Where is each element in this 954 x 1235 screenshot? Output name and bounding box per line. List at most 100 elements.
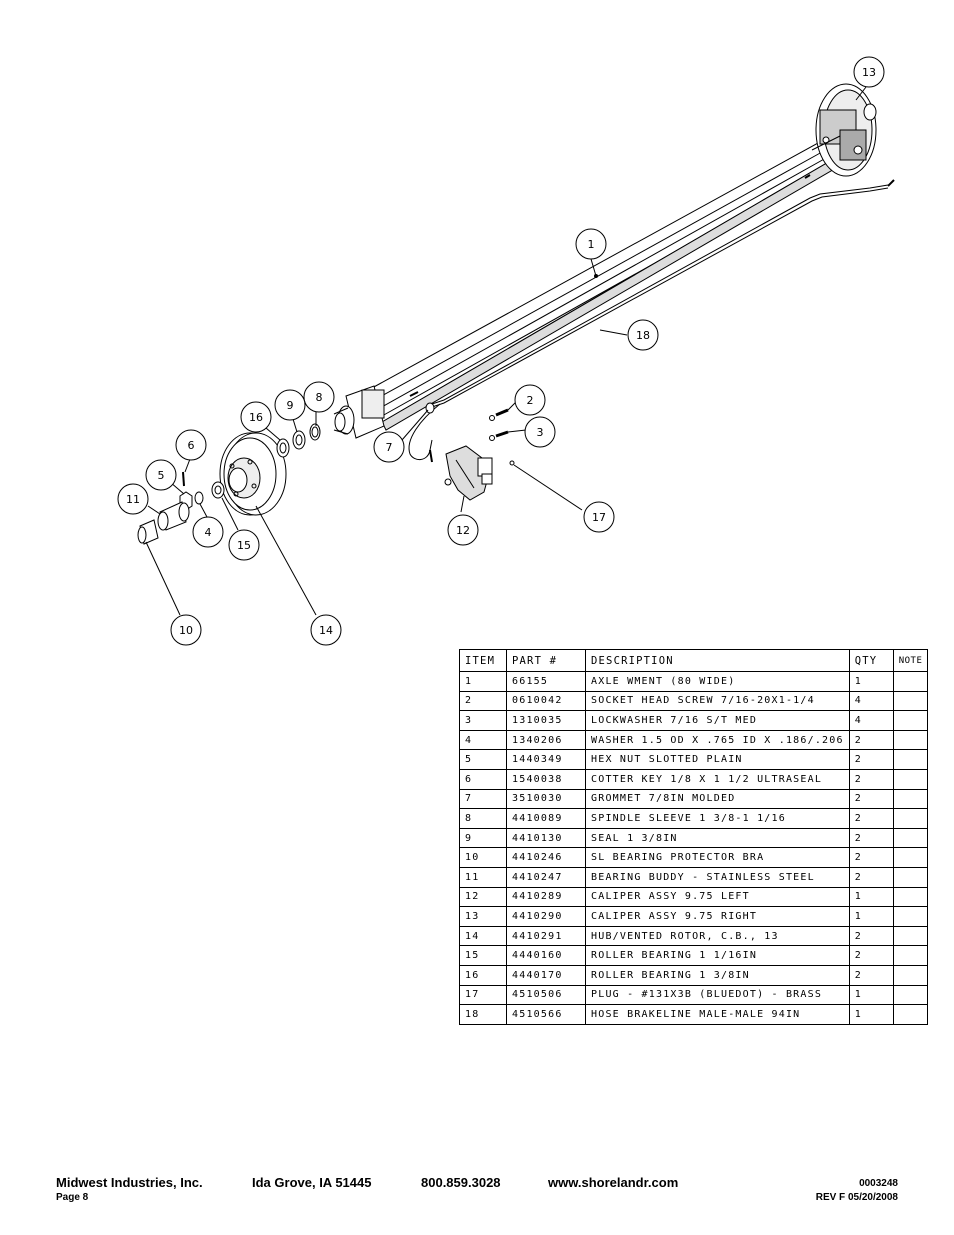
cell-description: PLUG - #131X3B (BLUEDOT) - BRASS: [585, 984, 850, 1006]
leader-lines: [145, 86, 867, 616]
cell-item: 11: [459, 866, 507, 888]
cell-item: 12: [459, 886, 507, 908]
callout-4: 4: [205, 526, 212, 539]
cell-item: 2: [459, 690, 507, 712]
cell-qty: 2: [848, 788, 894, 810]
cell-part: 4410130: [506, 827, 586, 849]
cell-description: HEX NUT SLOTTED PLAIN: [585, 749, 850, 770]
axle-exploded-diagram: 13 1 18 2 3 8 9 16 7 6 5 11 4 15 12 17 1…: [117, 56, 895, 646]
cell-qty: 4: [848, 690, 894, 712]
cell-note: [892, 749, 929, 770]
cell-item: 8: [459, 808, 507, 829]
spindle-sleeve: [309, 423, 321, 441]
cell-qty: 1: [848, 906, 894, 927]
cell-note: [892, 788, 929, 810]
cell-item: 10: [459, 847, 507, 868]
cell-description: LOCKWASHER 7/16 S/T MED: [585, 710, 850, 731]
cell-qty: 2: [848, 964, 894, 986]
axle-tube: [371, 142, 837, 431]
callout-11: 11: [126, 493, 140, 506]
cell-note: [892, 886, 929, 908]
socket-head-screws: [489, 408, 509, 441]
table-header-row: ITEM PART # DESCRIPTION QTY NOTE: [459, 649, 929, 672]
callout-16: 16: [249, 411, 263, 424]
cell-description: BEARING BUDDY - STAINLESS STEEL: [585, 866, 850, 888]
cell-item: 3: [459, 710, 507, 731]
cell-note: [892, 729, 929, 751]
cell-qty: 1: [848, 886, 894, 908]
header-item: ITEM: [459, 649, 507, 672]
callout-3: 3: [537, 426, 544, 439]
cell-note: [892, 710, 929, 731]
cell-description: GROMMET 7/8IN MOLDED: [585, 788, 850, 810]
cell-description: SL BEARING PROTECTOR BRA: [585, 847, 850, 868]
cell-item: 15: [459, 945, 507, 966]
cell-qty: 2: [848, 749, 894, 770]
cell-qty: 2: [848, 925, 894, 947]
cell-part: 4510506: [506, 984, 586, 1006]
cell-description: SOCKET HEAD SCREW 7/16-20X1-1/4: [585, 690, 850, 712]
cell-note: [892, 964, 929, 986]
callout-1: 1: [588, 238, 595, 251]
cell-note: [892, 808, 929, 829]
cell-part: 1340206: [506, 729, 586, 751]
cell-description: ROLLER BEARING 1 3/8IN: [585, 964, 850, 986]
cell-note: [892, 690, 929, 712]
cell-qty: 2: [848, 945, 894, 966]
cell-item: 5: [459, 749, 507, 770]
cell-description: ROLLER BEARING 1 1/16IN: [585, 945, 850, 966]
cell-part: 4410290: [506, 906, 586, 927]
cell-note: [892, 925, 929, 947]
cell-part: 66155: [506, 671, 586, 692]
cell-qty: 2: [848, 827, 894, 849]
bearing-protector: [137, 519, 159, 545]
cell-qty: 2: [848, 866, 894, 888]
cell-item: 13: [459, 906, 507, 927]
roller-bearing-large: [276, 438, 290, 458]
cell-description: SPINDLE SLEEVE 1 3/8-1 1/16: [585, 808, 850, 829]
cell-note: [892, 945, 929, 966]
cell-note: [892, 847, 929, 868]
brake-hose: [408, 179, 895, 463]
cell-part: 1310035: [506, 710, 586, 731]
header-part: PART #: [506, 649, 586, 672]
footer-revision: REV F 05/20/2008: [815, 1192, 898, 1203]
cell-item: 9: [459, 827, 507, 849]
cell-description: AXLE WMENT (80 WIDE): [585, 671, 850, 692]
right-caliper-rotor: [811, 83, 877, 177]
cell-item: 17: [459, 984, 507, 1006]
header-description: DESCRIPTION: [585, 649, 850, 672]
cell-part: 1440349: [506, 749, 586, 770]
cell-part: 1540038: [506, 768, 586, 790]
cell-description: COTTER KEY 1/8 X 1 1/2 ULTRASEAL: [585, 768, 850, 790]
callout-2: 2: [527, 394, 534, 407]
callout-5: 5: [158, 469, 165, 482]
cell-item: 4: [459, 729, 507, 751]
footer-page: Page 8: [56, 1192, 89, 1203]
cell-note: [892, 768, 929, 790]
footer-location: Ida Grove, IA 51445: [252, 1175, 372, 1190]
cell-part: 4410289: [506, 886, 586, 908]
footer-phone: 800.859.3028: [421, 1175, 501, 1190]
callout-12: 12: [456, 524, 470, 537]
seal: [292, 430, 306, 450]
callout-6: 6: [188, 439, 195, 452]
callout-14: 14: [319, 624, 333, 637]
footer-company: Midwest Industries, Inc.: [56, 1175, 203, 1190]
cell-note: [892, 906, 929, 927]
